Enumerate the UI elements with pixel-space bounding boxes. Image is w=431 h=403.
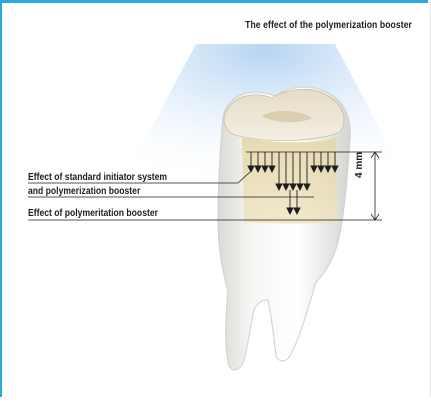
diagram-title: The effect of the polymerization booster xyxy=(188,20,412,31)
label-booster: Effect of polymeritation booster xyxy=(28,208,158,220)
label-standard-line2: and polymerization booster xyxy=(28,186,140,198)
dimension-label: 4 mm xyxy=(354,152,365,178)
label-standard-line1: Effect of standard initiator system xyxy=(28,172,167,184)
